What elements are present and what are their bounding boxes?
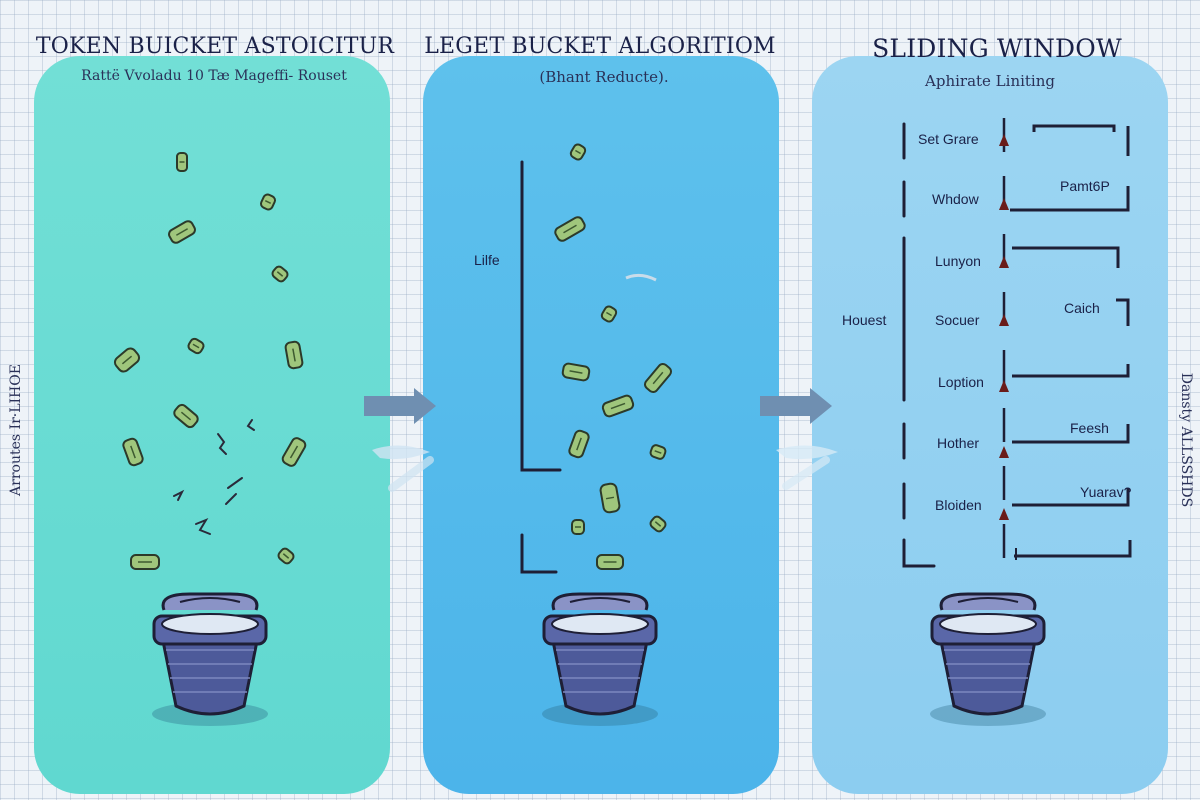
window-row-label: Loption [938,374,984,390]
window-marker-icon [999,134,1009,146]
window-marker-icon [999,380,1009,392]
token-icon [643,363,673,393]
window-marker-icon [999,508,1009,520]
token-icon [284,340,304,370]
token-icon [173,403,199,429]
window-row-label: Bloiden [935,497,982,513]
token-trail [195,517,211,535]
arrow-right-icon [760,388,838,490]
token-icon [601,394,635,418]
token-icon [113,347,141,373]
token-icon [554,216,586,242]
sliding-window-subtitle: Aphirate Liniting [925,72,1055,90]
window-group-label: Houest [842,312,887,328]
leaky-bucket-title: LEGET BUCKET ALGORITIOM [424,34,776,59]
token-icon [168,220,196,244]
token-icon [281,437,307,467]
token-icon [187,337,205,355]
token-trail [217,433,227,455]
token-icon [649,444,667,460]
window-marker-icon [999,256,1009,268]
token-icon [649,515,667,533]
window-row-tag: Feesh [1070,420,1109,436]
token-icon [599,482,621,514]
token-icon [569,143,587,161]
window-row-label: Socuer [935,312,980,328]
window-marker-icon [999,198,1009,210]
token-trail [246,419,255,431]
bucket-icon [542,592,658,726]
token-icon [277,547,295,565]
window-marker-icon [999,314,1009,326]
window-row-tag: Yuarav? [1080,484,1132,500]
window-row-label: Lunyon [935,253,981,269]
token-trail [173,489,185,501]
token-icon [600,305,618,323]
token-icon [259,193,277,211]
bucket-icon [930,592,1046,726]
token-icon [176,152,188,172]
window-row-tag: Caich [1064,300,1100,316]
sliding-window-title: SLIDING WINDOW [872,34,1122,63]
leaky-bucket-subtitle: (Bhant Reducte). [539,68,669,86]
bucket-icon [152,592,268,726]
token-icon [568,429,590,459]
token-icon [271,265,289,283]
token-icon [561,362,591,382]
token-icon [130,554,160,570]
leaky-bucket-side-label: Lilfe [474,252,500,268]
window-row-label: Set Grare [918,131,979,147]
token-icon [122,437,144,467]
arrow-right-icon [364,388,436,492]
window-marker-icon [999,446,1009,458]
token-icon [571,519,585,535]
token-trail [225,477,243,505]
token-bucket-subtitle: Rattë Vvoladu 10 Tæ Mageffi- Rouset [81,68,347,84]
window-row-label: Hother [937,435,980,451]
token-icon [596,554,624,570]
token-bucket-title: TOKEN BUICKET ASTOICITUR [35,34,395,59]
window-row-label: Whdow [932,191,979,207]
window-row-tag: Pamt6P [1060,178,1110,194]
